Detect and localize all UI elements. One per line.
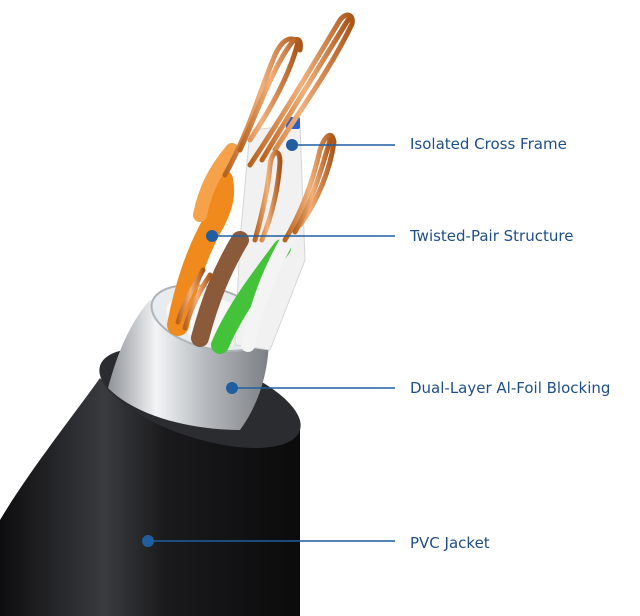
callout-lines [148, 144, 395, 542]
callout-dot-1 [286, 139, 298, 151]
callout-dots [142, 139, 298, 547]
callout-dot-4 [142, 535, 154, 547]
orange-white-wire [193, 143, 239, 222]
callout-dot-3 [226, 382, 238, 394]
white-wire [241, 228, 297, 352]
callout-label-twisted-pair-structure: Twisted-Pair Structure [410, 227, 574, 245]
callout-dot-2 [206, 230, 218, 242]
callout-label-isolated-cross-frame: Isolated Cross Frame [410, 135, 567, 153]
callout-label-pvc-jacket: PVC Jacket [410, 534, 490, 552]
orange-wire [167, 169, 235, 336]
callout-label-dual-layer-al-foil-blocking: Dual-Layer Al-Foil Blocking [410, 379, 611, 397]
brown-wire [191, 231, 249, 347]
copper-strands [175, 12, 355, 331]
